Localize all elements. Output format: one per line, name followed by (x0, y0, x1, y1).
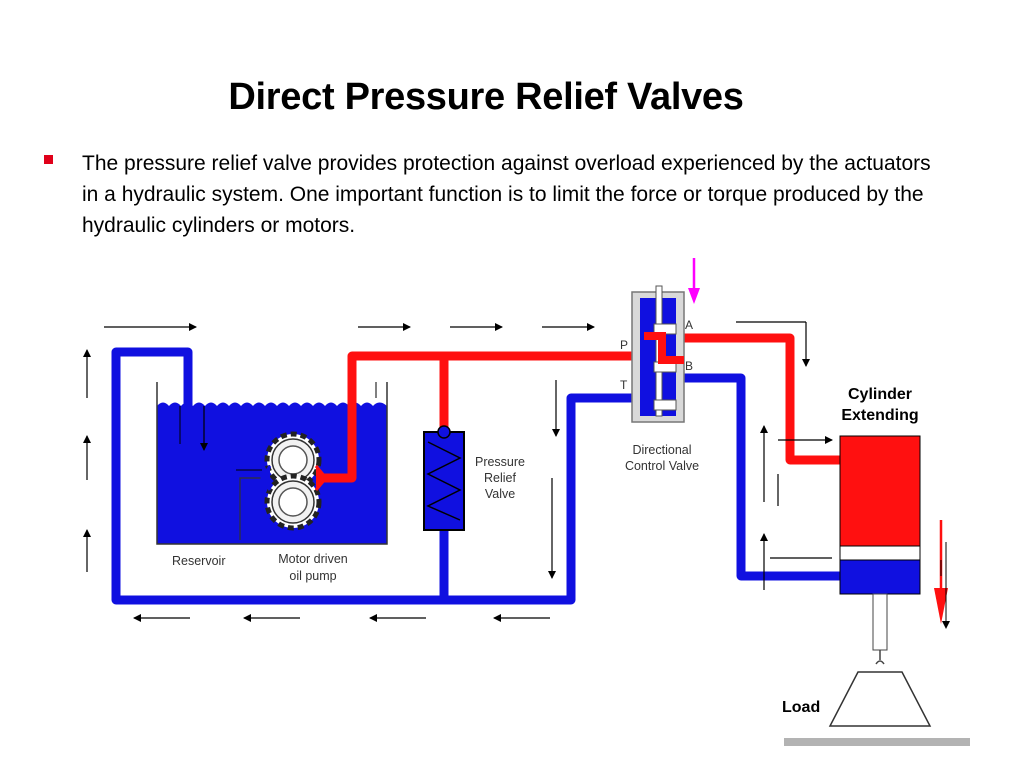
oil-surface-wave (157, 402, 387, 412)
cylinder-label-line2: Extending (841, 407, 918, 424)
pump-outlet-red (314, 465, 328, 491)
port-p-label: P (620, 338, 628, 352)
load-label: Load (782, 699, 820, 716)
directional-control-valve (631, 285, 685, 423)
cylinder-label-line1: Cylinder (848, 386, 912, 403)
line-a-to-cylinder (684, 333, 840, 465)
pump-label-line1: Motor driven (278, 552, 348, 566)
relief-label-line2: Relief (484, 471, 516, 485)
return-lines (111, 347, 840, 605)
ground (784, 738, 970, 746)
port-t-label: T (620, 378, 628, 392)
bullet-marker (44, 155, 53, 164)
reservoir-tank-outline (156, 382, 388, 545)
pressure-relief-valve (423, 425, 465, 531)
cylinder-piston (839, 545, 921, 561)
load-direction-arrow (934, 520, 948, 624)
dcv-spool-land (653, 399, 677, 411)
load (784, 671, 970, 746)
dcv-label-line1: Directional (632, 443, 691, 457)
port-b-label: B (685, 359, 693, 373)
cylinder-cap-chamber (839, 435, 921, 547)
slide-title: Direct Pressure Relief Valves (228, 76, 744, 118)
cylinder-rod-chamber (839, 559, 921, 595)
reservoir-label: Reservoir (172, 554, 226, 568)
relief-label-line1: Pressure (475, 455, 525, 469)
relief-spring (426, 441, 462, 521)
relief-label-line3: Valve (485, 487, 515, 501)
tank-line-t (444, 393, 632, 605)
load-hook (875, 650, 885, 665)
pump-pressure-line (320, 351, 632, 483)
piston-rod (872, 593, 888, 651)
gear-pump (260, 431, 328, 531)
port-a-label: A (685, 318, 693, 332)
pump-inlet-blue (260, 465, 272, 491)
flow-arrows (83, 321, 833, 622)
lower-gear (264, 473, 322, 531)
bullet-text: The pressure relief valve provides prote… (82, 152, 931, 237)
load-weight (828, 671, 932, 727)
dcv-p-to-a-passage (644, 332, 684, 364)
hydraulic-cylinder (839, 435, 921, 665)
actuation-arrow (688, 258, 700, 304)
dcv-label-line2: Control Valve (625, 459, 699, 473)
reservoir-return-loop (111, 347, 449, 605)
pressure-lines (320, 333, 840, 483)
pump-label-line2: oil pump (289, 569, 336, 583)
pump-intake-pipe (239, 477, 262, 540)
line-b-to-cylinder (684, 373, 840, 581)
